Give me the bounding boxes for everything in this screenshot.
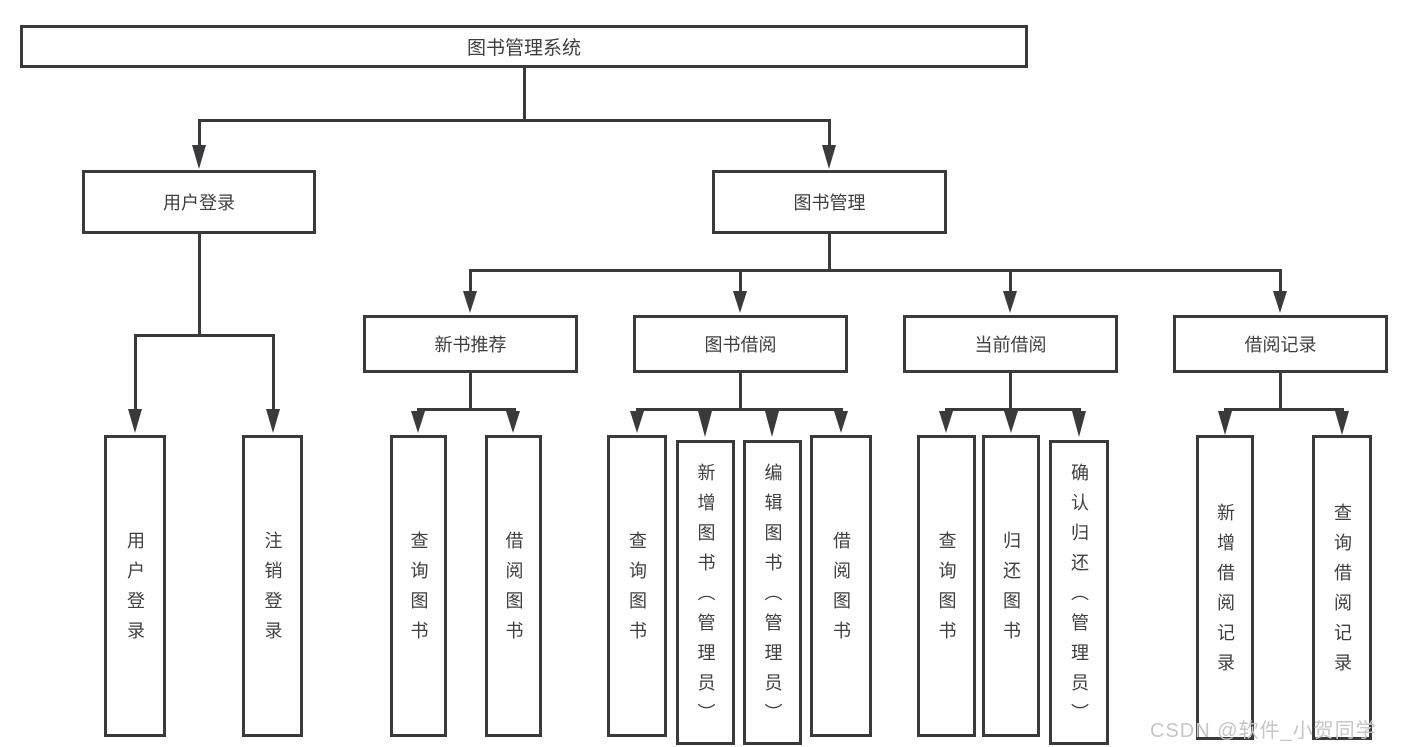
connector-bookmgmt-vline xyxy=(828,234,831,272)
arrowhead-to-user-login-leaf xyxy=(128,409,142,433)
csdn-watermark: CSDN @软件_小贺同学 xyxy=(1150,720,1377,742)
connector-userlogin-hline xyxy=(134,334,275,337)
connector-bb-vline xyxy=(739,373,742,410)
node-book-borrow: 图书借阅 xyxy=(633,315,848,373)
connector-userlogin-stem-1 xyxy=(134,334,137,410)
node-book-mgmt: 图书管理 xyxy=(712,170,947,234)
arrowhead-to-book-mgmt xyxy=(822,145,836,169)
connector-bookmgmt-hline xyxy=(469,269,1282,272)
node-user-login: 用户登录 xyxy=(82,170,316,234)
connector-cb-hline xyxy=(945,408,1081,411)
leaf-user-login: 用户登录 xyxy=(104,435,166,737)
leaf-cb-return-books: 归还图书 xyxy=(982,435,1040,737)
connector-bookmgmt-stem-2 xyxy=(739,269,742,293)
arrowhead-to-current-borrow xyxy=(1003,291,1017,313)
leaf-bb-add-books-admin: 新增图书（管理员） xyxy=(676,440,735,745)
connector-bookmgmt-stem-1 xyxy=(469,269,472,293)
arrowhead-to-book-borrow xyxy=(733,291,747,313)
node-current-borrow: 当前借阅 xyxy=(903,315,1118,373)
arrowhead-to-cb-query xyxy=(939,411,953,433)
arrowhead-to-new-book-rec xyxy=(463,291,477,313)
arrowhead-to-cb-return xyxy=(1004,411,1018,433)
connector-root-vline xyxy=(523,68,526,120)
leaf-logout: 注销登录 xyxy=(242,435,303,737)
leaf-br-add-record: 新增借阅记录 xyxy=(1196,435,1254,740)
connector-nbr-vline xyxy=(469,373,472,410)
node-new-book-rec: 新书推荐 xyxy=(363,315,578,373)
connector-root-stem-right xyxy=(828,119,831,147)
connector-userlogin-stem-2 xyxy=(272,334,275,410)
arrowhead-to-br-query xyxy=(1335,411,1349,435)
connector-br-vline xyxy=(1279,373,1282,410)
connector-userlogin-vline xyxy=(198,234,201,336)
leaf-bb-edit-books-admin: 编辑图书（管理员） xyxy=(743,440,802,745)
connector-bookmgmt-stem-4 xyxy=(1279,269,1282,293)
leaf-br-query-record: 查询借阅记录 xyxy=(1312,435,1372,740)
arrowhead-to-br-add xyxy=(1218,411,1232,435)
arrowhead-to-bb-query xyxy=(630,411,644,433)
arrowhead-to-user-login xyxy=(192,145,206,169)
arrowhead-to-borrow-record xyxy=(1273,291,1287,313)
connector-bb-hline xyxy=(636,408,843,411)
arrowhead-to-nb-borrow xyxy=(506,411,520,433)
node-borrow-record: 借阅记录 xyxy=(1173,315,1388,373)
connector-root-hline xyxy=(198,119,831,122)
leaf-nb-query-books: 查询图书 xyxy=(390,435,447,737)
leaf-bb-borrow-books: 借阅图书 xyxy=(810,435,872,737)
connector-cb-vline xyxy=(1009,373,1012,410)
leaf-bb-query-books: 查询图书 xyxy=(607,435,667,737)
arrowhead-to-bb-edit xyxy=(765,411,779,437)
leaf-nb-borrow-books: 借阅图书 xyxy=(485,435,542,737)
leaf-cb-query-books: 查询图书 xyxy=(917,435,976,737)
leaf-cb-confirm-return-admin: 确认归还（管理员） xyxy=(1049,440,1109,745)
connector-root-stem-left xyxy=(198,119,201,147)
arrowhead-to-nb-query xyxy=(411,411,425,433)
arrowhead-to-logout-leaf xyxy=(266,409,280,433)
arrowhead-to-bb-add xyxy=(698,411,712,437)
arrowhead-to-cb-confirm xyxy=(1072,411,1086,437)
connector-bookmgmt-stem-3 xyxy=(1009,269,1012,293)
node-root: 图书管理系统 xyxy=(20,25,1028,68)
connector-br-hline xyxy=(1224,408,1344,411)
connector-nbr-hline xyxy=(417,408,516,411)
arrowhead-to-bb-borrow xyxy=(834,411,848,433)
